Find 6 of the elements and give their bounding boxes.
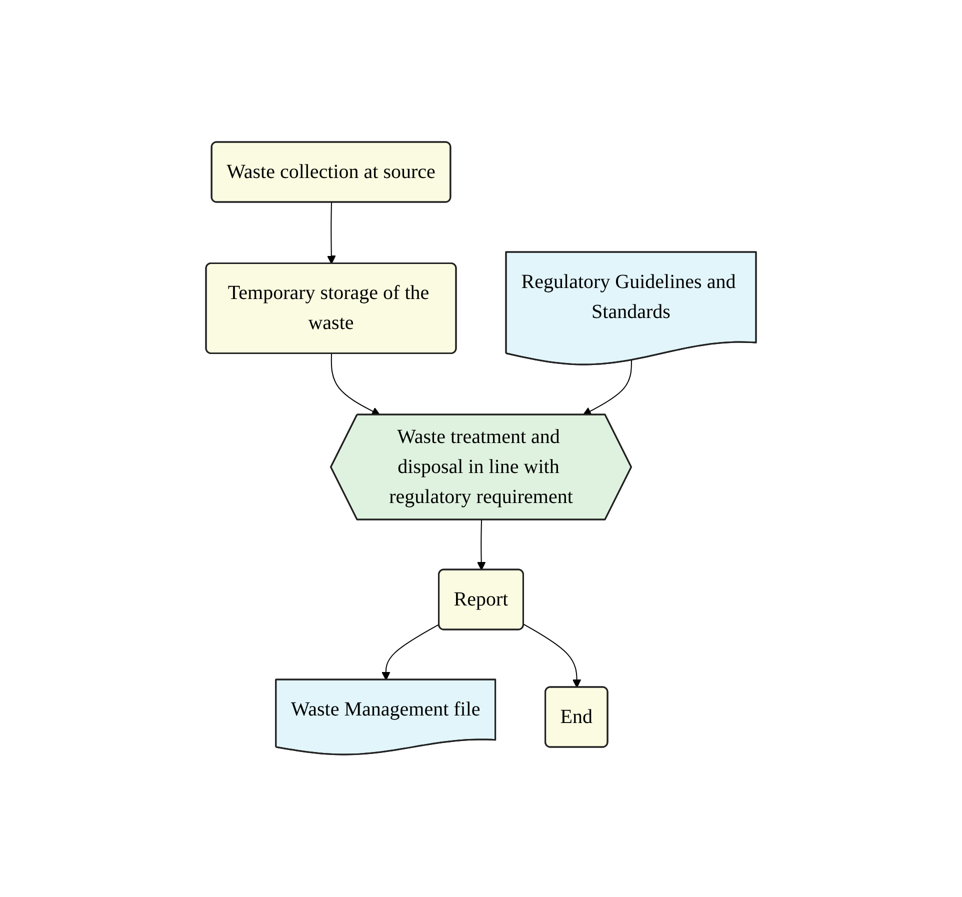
arrow: [327, 202, 336, 264]
arrow: [476, 520, 486, 571]
arrow: [523, 624, 582, 688]
arrow: [382, 624, 440, 681]
arrow: [582, 360, 632, 416]
arrow: [330, 354, 380, 416]
